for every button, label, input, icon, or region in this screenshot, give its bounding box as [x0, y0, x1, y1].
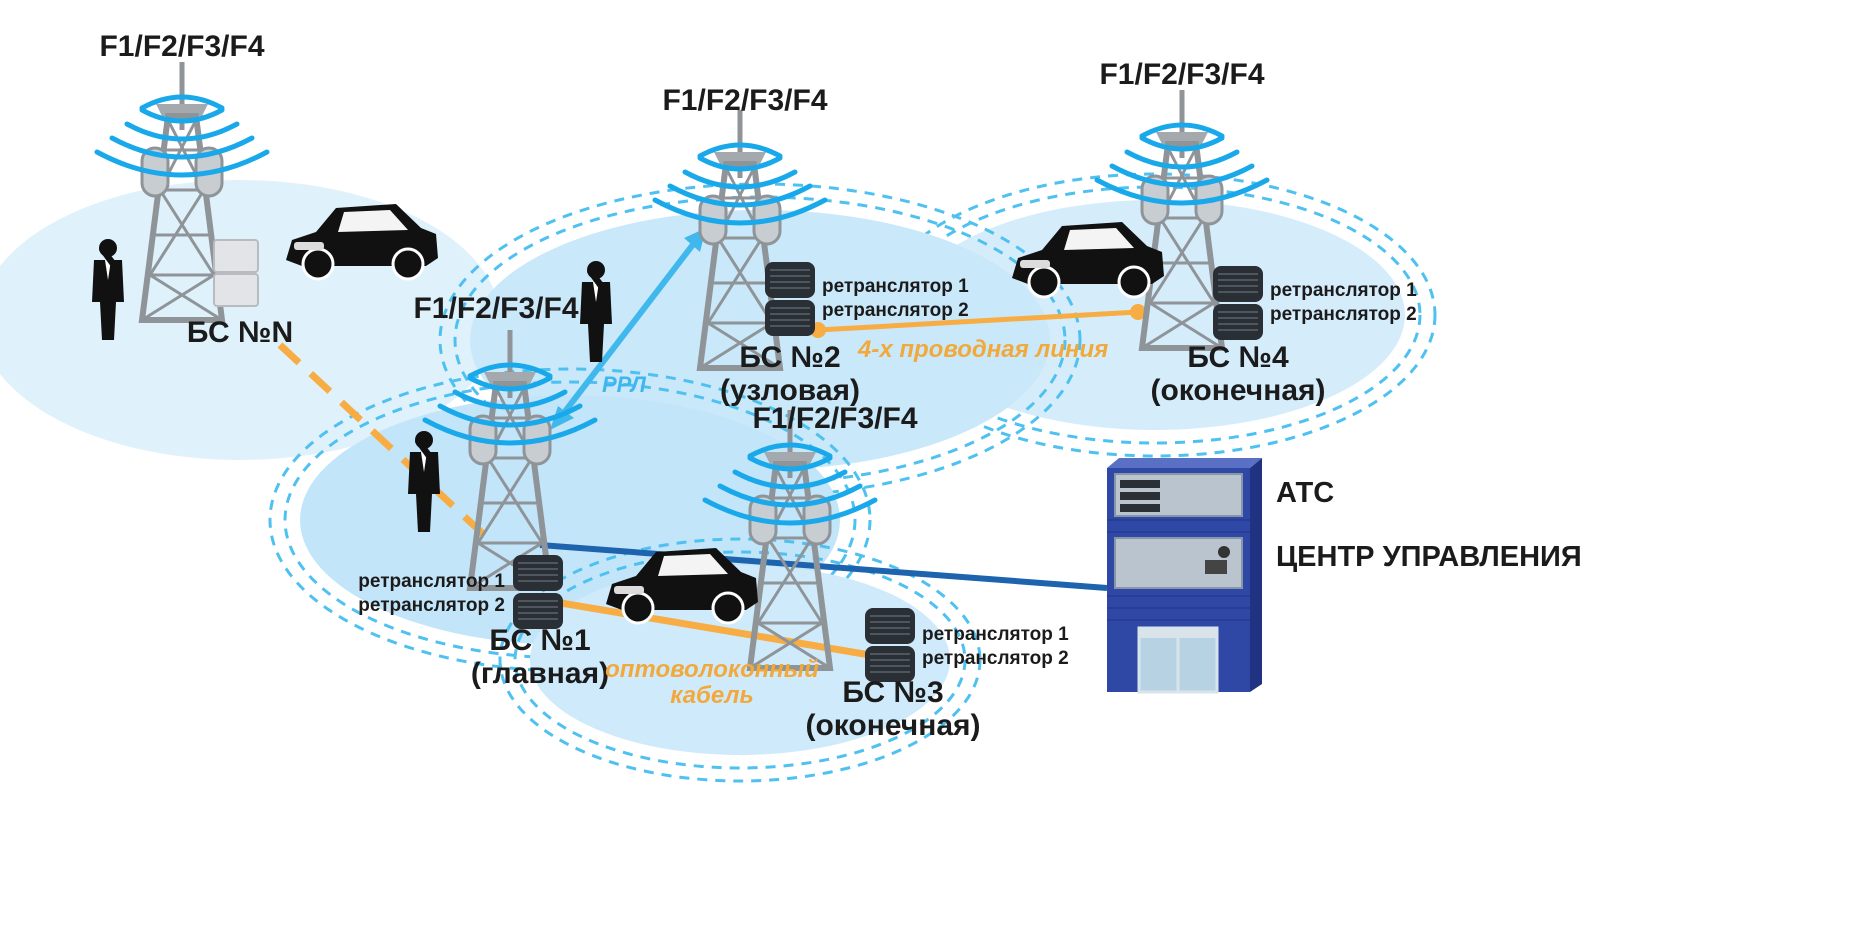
repeater-label-bs3-2: ретранслятор 2: [922, 648, 1069, 669]
rrl-label: РРЛ: [602, 372, 647, 397]
building-ats: [1107, 458, 1262, 694]
control-line: [539, 542, 1108, 591]
station-name-bs3: БС №3: [842, 676, 943, 709]
control-center-label: ЦЕНТР УПРАВЛЕНИЯ: [1276, 541, 1582, 573]
repeater-label-bs2-2: ретранслятор 2: [822, 300, 969, 321]
station-role-bs4: (оконечная): [1150, 374, 1325, 407]
station-role-bs3: (оконечная): [805, 709, 980, 742]
repeater-label-bs1-2: ретранслятор 2: [358, 595, 505, 616]
repeater-label-bs2-1: ретранслятор 1: [822, 276, 969, 297]
freq-label-bs4: F1/F2/F3/F4: [1099, 58, 1264, 91]
freq-label-bs2: F1/F2/F3/F4: [662, 84, 827, 117]
fiber-label-line1: оптоволоконный: [605, 656, 819, 683]
dashed-link-bsn-bs1: [277, 342, 498, 548]
wire-label: 4-х проводная линия: [857, 336, 1108, 363]
station-name-bsn: БС №N: [187, 316, 293, 349]
control-room-window: [1114, 537, 1243, 589]
station-name-bs2: БС №2: [739, 341, 840, 374]
ats-label: АТС: [1276, 477, 1334, 509]
wire-link: [810, 304, 1146, 338]
freq-label-bsn: F1/F2/F3/F4: [99, 30, 264, 63]
server-rack-bsn: [213, 239, 259, 307]
station-name-bs4: БС №4: [1187, 341, 1289, 374]
fiber-label-line2: кабель: [670, 682, 753, 709]
freq-label-bs3: F1/F2/F3/F4: [752, 402, 917, 435]
repeater-label-bs1-1: ретранслятор 1: [358, 571, 505, 592]
station-role-bs2: (узловая): [720, 374, 860, 407]
freq-label-bs1: F1/F2/F3/F4: [413, 292, 578, 325]
station-role-bs1: (главная): [471, 657, 609, 690]
repeater-label-bs4-1: ретранслятор 1: [1270, 280, 1417, 301]
station-name-bs1: БС №1: [489, 624, 590, 657]
repeater-label-bs3-1: ретранслятор 1: [922, 624, 1069, 645]
fiber-link: [554, 598, 871, 659]
repeater-label-bs4-2: ретранслятор 2: [1270, 304, 1417, 325]
